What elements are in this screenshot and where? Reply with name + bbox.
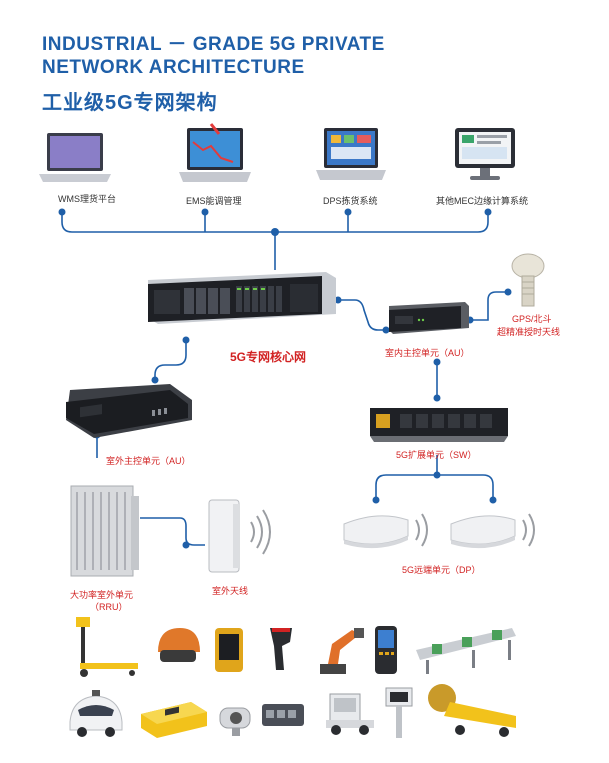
tunnel-boring-machine-icon [428, 684, 516, 737]
switch-icon [370, 408, 508, 442]
core-network-label: 5G专网核心网 [230, 350, 307, 364]
rru-label-line-1: 大功率室外单元 [70, 590, 134, 600]
laptop-icon [39, 133, 111, 182]
app-label-ems: EMS能调管理 [186, 196, 242, 206]
indoor-au-icon [389, 302, 469, 334]
outdoor-antenna-label: 室外天线 [212, 586, 249, 596]
handheld-terminal-icon [375, 626, 397, 674]
rru-label-line-2: （RRU） [90, 602, 128, 612]
surveillance-camera-icon [219, 707, 251, 736]
outdoor-antenna-icon [208, 499, 271, 573]
production-line-icon [416, 628, 516, 674]
dp-unit-icon [343, 513, 428, 549]
monitor-icon [455, 128, 515, 180]
security-gate-icon [385, 687, 413, 738]
gps-antenna-icon [511, 253, 545, 307]
gps-label-line-1: GPS/北斗 [512, 314, 552, 324]
barcode-scanner-icon [270, 628, 292, 670]
core-server-icon [148, 272, 336, 324]
title-chinese: 工业级5G专网架构 [42, 92, 218, 114]
laptop-chart-icon [179, 123, 251, 182]
helmet-icon [158, 628, 200, 662]
outdoor-au-label: 室外主控单元（AU） [106, 456, 191, 466]
robot-arm-icon [320, 628, 364, 674]
indoor-au-label: 室内主控单元（AU） [385, 348, 470, 358]
dp-unit-icon [450, 513, 535, 549]
autonomous-car-icon [69, 690, 123, 737]
rru-icon [70, 485, 139, 577]
forklift-scale-icon [76, 617, 138, 677]
app-label-dps: DPS拣货系统 [323, 196, 378, 206]
gateway-box-icon [262, 704, 304, 726]
app-label-wms: WMS理货平台 [58, 194, 116, 204]
switch-label: 5G扩展单元（SW） [396, 450, 477, 460]
app-label-mec: 其他MEC边缘计算系统 [436, 196, 528, 206]
tow-tractor-icon [326, 693, 374, 735]
dp-label: 5G远端单元（DP） [402, 565, 481, 575]
agv-icon [141, 702, 207, 738]
rugged-phone-icon [215, 628, 243, 672]
laptop-dashboard-icon [316, 128, 386, 180]
gps-label-line-2: 超精准授时天线 [497, 327, 561, 337]
title-line-2: NETWORK ARCHITECTURE [42, 57, 305, 78]
title-line-1: INDUSTRIAL － GRADE 5G PRIVATE [42, 34, 385, 55]
outdoor-au-icon [66, 384, 192, 438]
